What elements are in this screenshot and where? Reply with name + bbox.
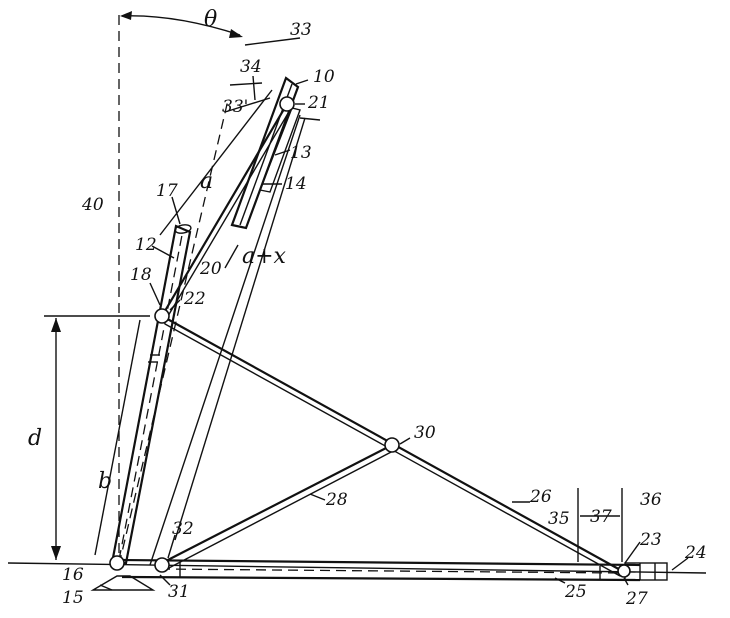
label-17: 17 [156, 181, 178, 201]
label-34: 34 [240, 57, 262, 77]
label-a: a [200, 169, 213, 194]
dim-34-tick-bottom [224, 97, 271, 113]
label-31: 31 [168, 582, 190, 602]
label-24: 24 [684, 543, 707, 563]
dim-a-plus-x-line [174, 117, 306, 541]
link-20 [161, 103, 288, 317]
label-a-plus-x: a+x [242, 244, 287, 269]
pivot-22 [154, 308, 170, 324]
lower-column [110, 224, 192, 565]
leader-lines [99, 79, 689, 591]
label-33-prime: 33' [222, 97, 248, 117]
label-d: d [28, 426, 42, 451]
label-26: 26 [529, 487, 552, 507]
dim-34-arrow [252, 75, 256, 101]
theta-arrowhead-left [120, 11, 132, 20]
label-12: 12 [135, 235, 157, 255]
label-18: 18 [130, 265, 152, 285]
label-14: 14 [285, 174, 307, 194]
theta-arc [121, 15, 241, 36]
dim-d-arrow-bottom [51, 546, 61, 560]
pivot-16 [109, 555, 125, 571]
pivot-27 [617, 564, 631, 578]
label-40: 40 [81, 195, 104, 215]
reference-line-a-plus-x [149, 114, 301, 566]
label-23: 23 [639, 530, 662, 550]
link-20-inner [167, 109, 291, 317]
label-22: 22 [183, 289, 206, 309]
label-27: 27 [625, 589, 648, 609]
label-35: 35 [548, 509, 570, 529]
dim-a-line [159, 89, 273, 236]
strut-28-inner [164, 449, 396, 571]
label-32: 32 [172, 519, 194, 539]
label-16: 16 [62, 565, 84, 585]
label-30: 30 [414, 423, 436, 443]
label-21: 21 [307, 93, 330, 113]
label-28: 28 [325, 490, 348, 510]
label-15: 15 [62, 588, 84, 608]
pivot-21 [279, 96, 295, 112]
dim-33-line [244, 37, 301, 46]
theta-arrowhead-right [229, 29, 243, 38]
label-10: 10 [313, 67, 335, 87]
dim-d-arrow-top [51, 318, 61, 332]
pivot-30 [384, 437, 400, 453]
label-36: 36 [640, 490, 662, 510]
label-37: 37 [590, 507, 612, 527]
dim-34-tick-top [229, 82, 263, 86]
dim-a-plus-x-tick [299, 117, 321, 121]
base-track [121, 558, 668, 582]
label-20: 20 [199, 259, 222, 279]
dim-b-line [94, 319, 141, 556]
strut-28 [161, 444, 393, 564]
label-13: 13 [290, 143, 312, 163]
pivot-32 [154, 557, 170, 573]
label-25: 25 [564, 582, 587, 602]
label-33-top: 33 [290, 20, 312, 40]
theta-label: θ [204, 7, 217, 32]
label-b: b [98, 469, 112, 494]
base-foot [90, 575, 156, 591]
